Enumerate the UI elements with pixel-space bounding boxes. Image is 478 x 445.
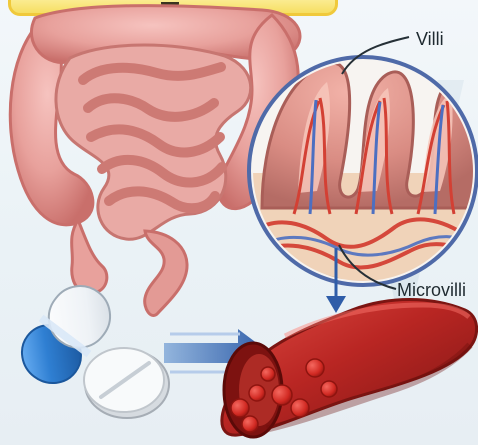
lower-loop	[145, 231, 187, 315]
blood-cell-4	[272, 385, 292, 405]
blood-cell-6	[306, 359, 324, 377]
microvilli-label: Microvilli	[397, 281, 466, 299]
blood-cell-8	[242, 416, 258, 432]
blood-cell-7	[321, 381, 337, 397]
blood-cell-5	[291, 399, 309, 417]
blood-cell-3	[261, 367, 275, 381]
tablet-pill-icon	[84, 348, 169, 418]
blood-cell-1	[231, 399, 249, 417]
descending-colon	[72, 220, 107, 293]
down-arrow-head	[326, 296, 346, 313]
villi-label: Villi	[416, 30, 444, 48]
blood-vessel-icon	[222, 300, 477, 438]
blood-cell-2	[249, 385, 265, 401]
